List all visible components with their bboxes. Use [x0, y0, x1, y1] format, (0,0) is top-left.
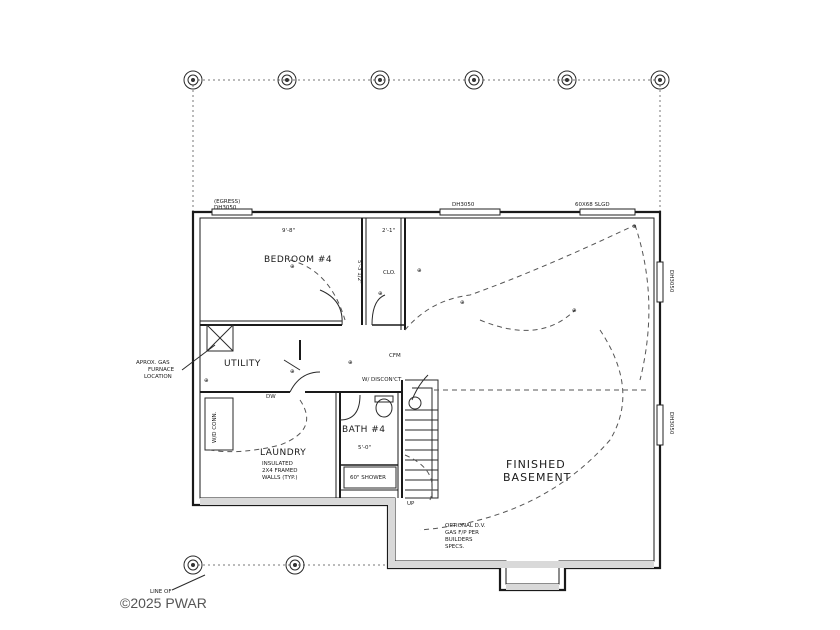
clo-width-dim: 2'-1"	[382, 228, 395, 234]
utility-label: UTILITY	[224, 359, 261, 369]
stair	[405, 374, 439, 499]
bedroom-label: BEDROOM #4	[264, 255, 332, 265]
column-marker	[650, 70, 670, 90]
finished-label: FINISHED	[506, 458, 566, 471]
column-marker	[277, 70, 297, 90]
column-marker	[183, 555, 203, 575]
insulated-note-3: WALLS (TYP.)	[262, 475, 298, 481]
right-window-upper-label: DH3050	[668, 270, 674, 293]
column-marker	[370, 70, 390, 90]
insulated-note-1: INSULATED	[262, 461, 293, 467]
optional-note-2: GAS F/P PER	[445, 530, 479, 536]
svg-text:⊕: ⊕	[290, 264, 295, 270]
wd-conn-label: W/D CONN.	[212, 411, 218, 443]
furnace-note-1: APROX. GAS	[136, 360, 170, 366]
optional-note-1: OPTIONAL D.V.	[445, 523, 486, 529]
svg-text:⊕: ⊕	[348, 360, 353, 366]
furnace-note-2: FURNACE	[148, 367, 175, 373]
bath-width-dim: 5'-0"	[358, 445, 371, 451]
optional-note-4: SPECS.	[445, 544, 465, 550]
bath-label: BATH #4	[342, 425, 386, 435]
column-marker	[464, 70, 484, 90]
svg-text:⊕: ⊕	[632, 224, 637, 230]
column-marker	[557, 70, 577, 90]
shower-label: 60" SHOWER	[350, 475, 386, 481]
exterior-walls	[191, 210, 662, 592]
deck-outline	[192, 79, 661, 566]
electrical-symbols: ⊕ ⊕ ⊕ ⊕ ⊕ ⊕ ⊕ ⊕ ⊕	[204, 224, 637, 384]
column-marker	[183, 70, 203, 90]
egress-window-label: DH3050	[214, 205, 237, 211]
laundry-label: LAUNDRY	[260, 448, 306, 458]
windows	[211, 208, 664, 446]
watermark: ©2025 PWAR	[120, 595, 207, 611]
electrical-runs	[209, 224, 650, 531]
bedroom-width-dim: 9'-8"	[282, 228, 295, 234]
fixtures	[204, 324, 422, 489]
furnace-note-3: LOCATION	[144, 374, 172, 380]
column-marker	[285, 555, 305, 575]
right-window-lower-label: DH3050	[668, 412, 674, 435]
top-window-label: DH3050	[452, 202, 475, 208]
dw-label: DW	[266, 394, 276, 400]
clo-label: CLO.	[383, 270, 396, 276]
svg-text:⊕: ⊕	[460, 300, 465, 306]
bedroom-side-dim: 5'-3 1/2"	[356, 260, 362, 284]
svg-text:⊕: ⊕	[417, 268, 422, 274]
labels: (EGRESS) DH3050 DH3050 60X68 SLGD DH3050…	[136, 199, 674, 595]
slider-label: 60X68 SLGD	[575, 202, 610, 208]
optional-note-3: BUILDERS	[445, 537, 473, 543]
line-of-label: LINE OF	[150, 589, 172, 595]
basement-label: BASEMENT	[503, 471, 571, 484]
door-swings	[283, 289, 386, 421]
svg-text:⊕: ⊕	[572, 308, 577, 314]
disconnect-label: W/ DISCON'CT	[362, 377, 402, 383]
egress-label: (EGRESS)	[214, 199, 240, 205]
up-label: UP	[407, 501, 415, 507]
cfm-label: CFM	[389, 353, 401, 359]
svg-text:⊕: ⊕	[290, 369, 295, 375]
deck-column-markers	[183, 70, 670, 575]
svg-text:⊕: ⊕	[204, 378, 209, 384]
svg-text:⊕: ⊕	[378, 291, 383, 297]
insulated-note-2: 2X4 FRAMED	[262, 468, 298, 474]
